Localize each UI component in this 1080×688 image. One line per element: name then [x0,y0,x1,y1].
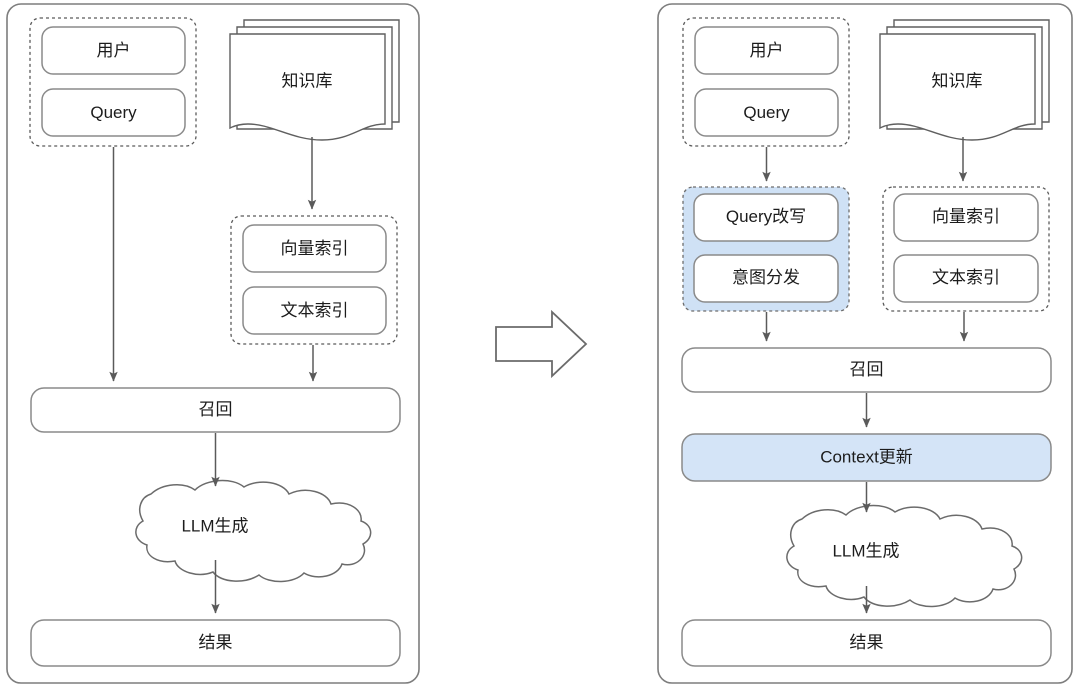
right-node-query-rewrite-label: Query改写 [726,207,806,226]
left-knowledge-base[interactable]: 知识库 [229,19,400,141]
left-index-group: 向量索引 文本索引 [230,215,398,345]
right-node-context-update-box[interactable] [681,433,1052,482]
left-node-text-index[interactable]: 文本索引 [242,286,387,335]
right-knowledge-base-label: 知识库 [932,71,983,90]
left-knowledge-base-label: 知识库 [282,71,333,90]
right-node-intent-dispatch-label: 意图分发 [732,268,800,287]
left-node-result-box[interactable] [30,619,401,667]
left-node-user-box[interactable] [41,26,186,75]
right-node-query[interactable]: Query [694,88,839,137]
right-node-llm-cloud [786,504,1023,608]
right-node-context-update[interactable]: Context更新 [681,433,1052,482]
right-node-text-index-label: 文本索引 [932,268,1000,287]
left-node-query-label: Query [90,103,137,122]
left-panel: 用户 Query 知识库 向量索引 [6,3,420,684]
right-node-vector-index-box[interactable] [893,193,1039,242]
left-node-llm-cloud [135,479,372,583]
right-node-intent-dispatch[interactable]: 意图分发 [693,254,839,303]
right-node-user-box[interactable] [694,26,839,75]
right-node-recall-box[interactable] [681,347,1052,393]
left-user-query-group-border [29,17,197,147]
right-query-processing-group: Query改写 意图分发 [682,186,850,312]
left-node-user-label: 用户 [97,41,131,60]
right-node-vector-index-label: 向量索引 [932,207,1000,226]
right-user-query-group-border [682,17,850,147]
right-index-group-border [882,186,1050,312]
left-node-llm-label: LLM生成 [181,516,248,535]
right-user-query-group: 用户 Query [682,17,850,147]
right-node-vector-index[interactable]: 向量索引 [893,193,1039,242]
transition-arrow [495,309,588,379]
right-block-arrow-icon [495,309,588,379]
right-node-recall-label: 召回 [850,360,884,379]
right-index-group: 向量索引 文本索引 [882,186,1050,312]
left-node-recall[interactable]: 召回 [30,387,401,433]
right-panel-frame [657,3,1073,684]
right-panel: 用户 Query 知识库 Query改写 [657,3,1073,684]
left-node-query-box[interactable] [41,88,186,137]
left-node-vector-index-box[interactable] [242,224,387,273]
right-knowledge-base[interactable]: 知识库 [879,19,1050,141]
left-node-query[interactable]: Query [41,88,186,137]
right-node-result-label: 结果 [850,633,884,652]
left-node-text-index-label: 文本索引 [281,301,349,320]
right-node-recall[interactable]: 召回 [681,347,1052,393]
right-node-query-label: Query [743,103,790,122]
right-node-query-rewrite-box[interactable] [693,193,839,242]
left-user-query-group: 用户 Query [29,17,197,147]
right-node-user[interactable]: 用户 [694,26,839,75]
left-node-text-index-box[interactable] [242,286,387,335]
left-knowledge-base-page-front [229,33,386,141]
left-node-vector-index-label: 向量索引 [281,239,349,258]
left-node-user[interactable]: 用户 [41,26,186,75]
right-node-result[interactable]: 结果 [681,619,1052,667]
right-node-text-index-box[interactable] [893,254,1039,303]
left-node-result[interactable]: 结果 [30,619,401,667]
right-knowledge-base-page-front [879,33,1036,141]
left-node-recall-box[interactable] [30,387,401,433]
right-node-intent-dispatch-box[interactable] [693,254,839,303]
right-node-text-index[interactable]: 文本索引 [893,254,1039,303]
left-node-llm[interactable]: LLM生成 [135,479,372,583]
right-node-result-box[interactable] [681,619,1052,667]
right-node-query-rewrite[interactable]: Query改写 [693,193,839,242]
left-node-recall-label: 召回 [199,400,233,419]
right-node-llm-label: LLM生成 [832,541,899,560]
right-node-query-box[interactable] [694,88,839,137]
right-node-user-label: 用户 [750,41,784,60]
left-index-group-border [230,215,398,345]
left-node-result-label: 结果 [199,633,233,652]
right-node-llm[interactable]: LLM生成 [786,504,1023,608]
right-node-context-update-label: Context更新 [820,447,913,466]
left-node-vector-index[interactable]: 向量索引 [242,224,387,273]
